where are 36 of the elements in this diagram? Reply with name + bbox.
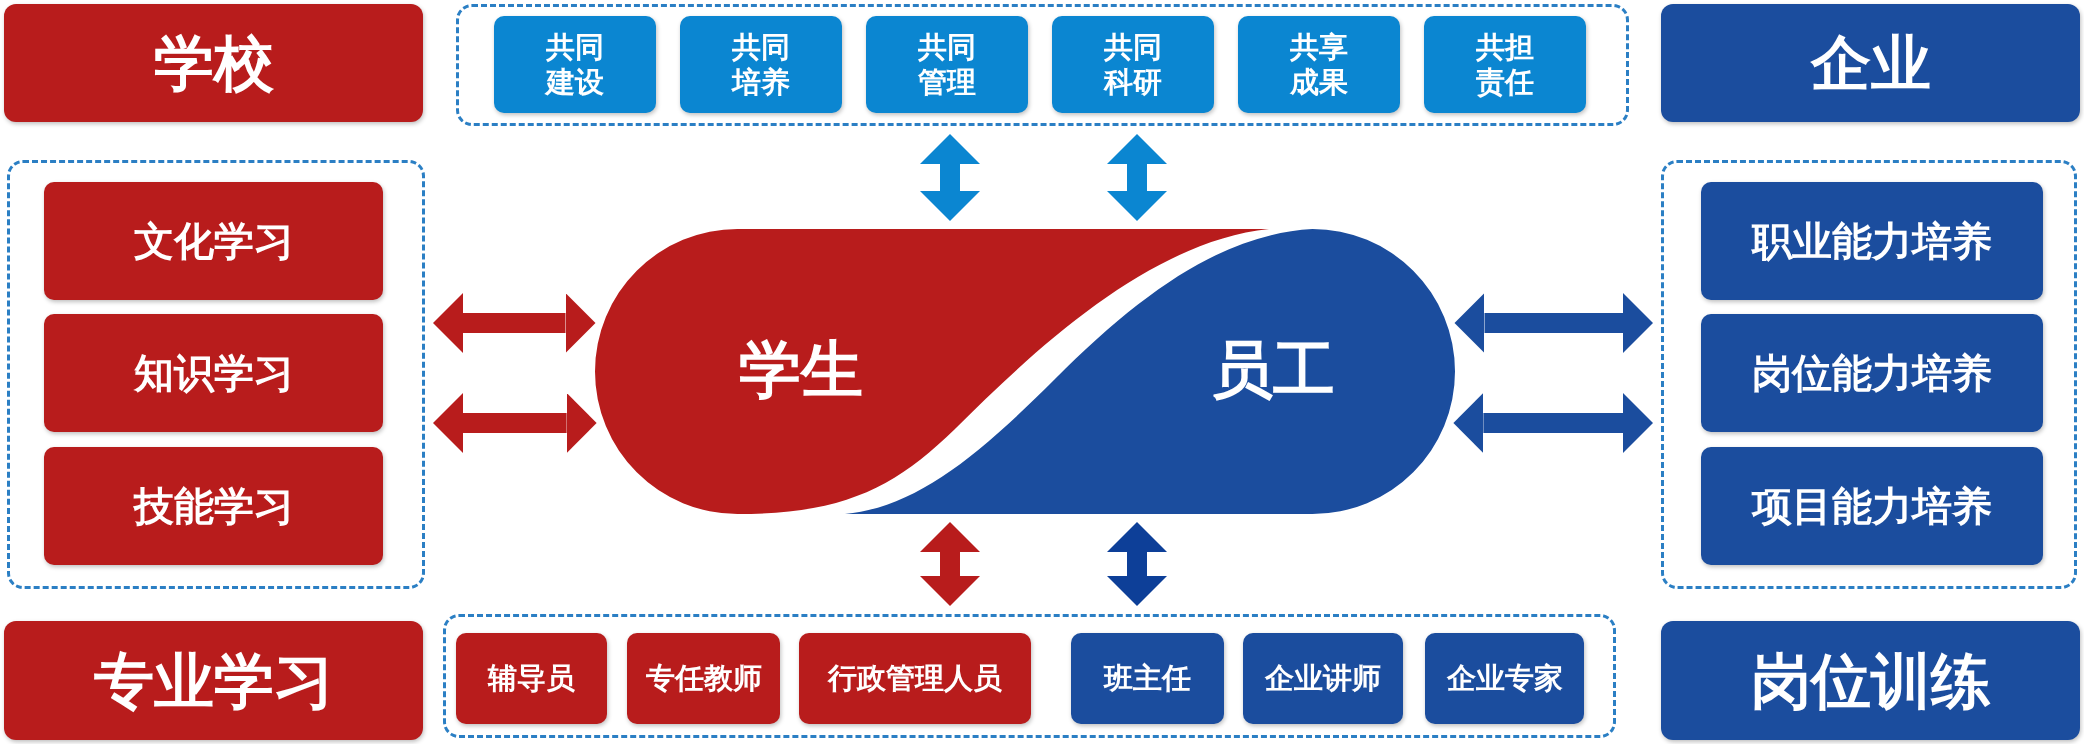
role-box: 共同科研 xyxy=(1052,16,1214,113)
double-arrow xyxy=(1107,522,1167,606)
role-box: 岗位能力培养 xyxy=(1701,314,2043,432)
role-box: 企业讲师 xyxy=(1243,633,1403,724)
double-arrow xyxy=(920,522,980,606)
role-box: 企业专家 xyxy=(1425,633,1584,724)
dashed-group-frame xyxy=(1661,160,2077,589)
role-box: 知识学习 xyxy=(44,314,383,432)
role-box: 共同培养 xyxy=(680,16,842,113)
role-box: 共同管理 xyxy=(866,16,1028,113)
role-box: 行政管理人员 xyxy=(799,633,1031,724)
role-box: 共享成果 xyxy=(1238,16,1400,113)
double-arrow xyxy=(920,134,980,221)
pill-label: 员工 xyxy=(1211,339,1335,401)
title-box: 学校 xyxy=(4,4,423,122)
title-box: 岗位训练 xyxy=(1661,621,2080,740)
pill-label: 学生 xyxy=(739,339,863,401)
title-box: 专业学习 xyxy=(4,621,423,740)
title-box: 企业 xyxy=(1661,4,2080,122)
dashed-group-frame xyxy=(7,160,425,589)
role-box: 共担责任 xyxy=(1424,16,1586,113)
role-box: 辅导员 xyxy=(456,633,607,724)
role-box: 技能学习 xyxy=(44,447,383,565)
role-box: 职业能力培养 xyxy=(1701,182,2043,300)
role-box: 文化学习 xyxy=(44,182,383,300)
role-box: 项目能力培养 xyxy=(1701,447,2043,565)
role-box: 班主任 xyxy=(1071,633,1224,724)
double-arrow xyxy=(1453,393,1653,453)
dashed-group-frame xyxy=(443,614,1616,738)
dashed-group-frame xyxy=(456,4,1629,126)
role-box: 共同建设 xyxy=(494,16,656,113)
double-arrow xyxy=(1454,293,1653,353)
role-box: 专任教师 xyxy=(627,633,780,724)
double-arrow xyxy=(433,393,597,453)
double-arrow xyxy=(433,293,596,353)
double-arrow xyxy=(1107,134,1167,221)
